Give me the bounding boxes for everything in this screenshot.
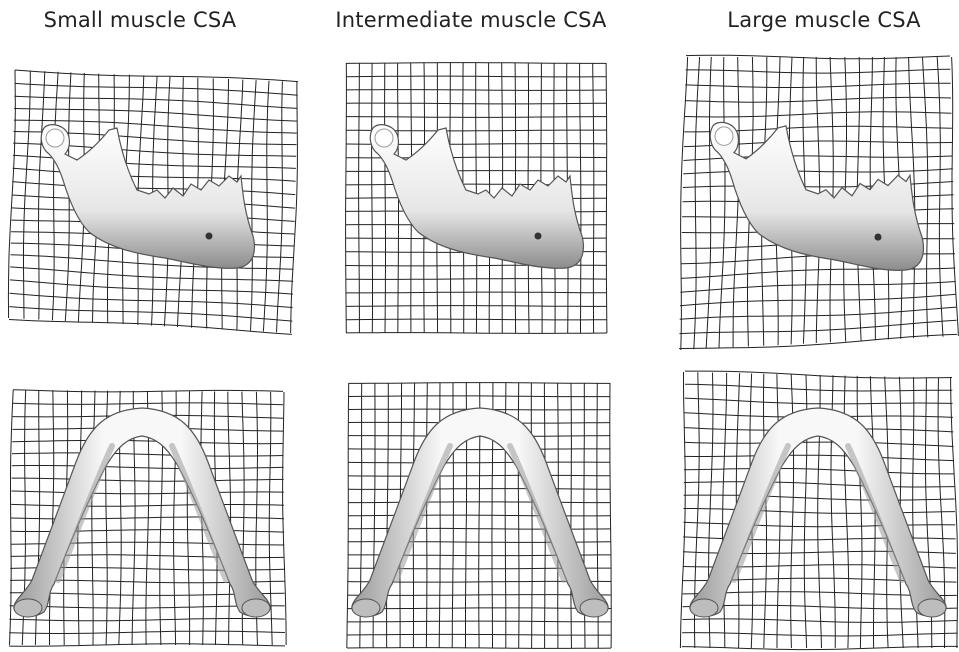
grid-line-vertical (606, 63, 607, 333)
grid-line-vertical (719, 57, 725, 348)
grid-line-horizontal (10, 267, 293, 281)
grid-line-horizontal (12, 453, 284, 456)
mandible-lateral-body (370, 125, 583, 269)
mandible-lateral-body (710, 122, 923, 270)
grid-line-horizontal (13, 390, 283, 392)
grid-line-horizontal (683, 169, 953, 174)
grid-line-horizontal (682, 619, 957, 623)
grid-line-horizontal (9, 644, 285, 646)
grid-line-horizontal (685, 384, 952, 391)
grid-line-horizontal (679, 334, 957, 348)
grid-line-horizontal (685, 97, 951, 102)
grid-line-horizontal (685, 371, 952, 378)
grid-line-vertical (10, 390, 14, 645)
mental-foramen (535, 233, 542, 240)
grid-line-horizontal (686, 55, 950, 59)
grid-line-horizontal (683, 522, 955, 526)
condyle (918, 599, 946, 617)
grid-line-vertical (251, 80, 257, 331)
mental-foramen (206, 233, 213, 240)
grid-line-horizontal (682, 633, 958, 636)
mandible-lateral-large (710, 122, 923, 270)
condyle (242, 599, 270, 617)
grid-line-horizontal (685, 398, 953, 404)
condyle (715, 127, 733, 146)
condyle (375, 129, 393, 147)
mandible-occlusal-small (14, 408, 270, 617)
grid-line-vertical (951, 378, 958, 648)
grid-line-vertical (8, 70, 15, 318)
mandible-occlusal-arch (14, 408, 270, 616)
grid-line-horizontal (9, 631, 285, 633)
mandible-lateral-intermediate (370, 125, 583, 269)
grid-line-horizontal (12, 440, 283, 443)
grid-line-vertical (706, 57, 711, 349)
grid-line-vertical (733, 57, 739, 347)
grid-line-horizontal (684, 468, 954, 474)
grid-line-horizontal (682, 646, 958, 649)
grid-line-vertical (923, 57, 928, 337)
condyle (46, 129, 64, 147)
grid-line-horizontal (683, 182, 953, 188)
grid-line-horizontal (13, 168, 296, 181)
grid-line-horizontal (10, 293, 293, 307)
grid-line-horizontal (11, 517, 284, 519)
grid-line-vertical (937, 57, 943, 337)
grid-line-horizontal (684, 509, 956, 514)
grid-line-horizontal (9, 307, 292, 322)
grid-line-horizontal (10, 280, 293, 294)
grid-line-horizontal (11, 491, 283, 494)
grid-line-vertical (283, 392, 287, 645)
condyle (690, 599, 718, 617)
grid-line-horizontal (684, 482, 955, 487)
grid-line-horizontal (684, 495, 955, 500)
condyle (580, 599, 608, 617)
grid-line-horizontal (11, 504, 284, 506)
condyle (14, 599, 42, 617)
grid-line-horizontal (686, 69, 951, 73)
grid-line-horizontal (680, 307, 957, 319)
grid-line-horizontal (12, 478, 284, 481)
grid-line-horizontal (679, 320, 956, 333)
grid-line-horizontal (9, 320, 292, 335)
mental-foramen (875, 233, 882, 240)
condyle (352, 599, 380, 617)
grid-line-horizontal (9, 619, 284, 621)
grid-line-horizontal (685, 83, 950, 87)
grid-line-horizontal (12, 466, 284, 469)
